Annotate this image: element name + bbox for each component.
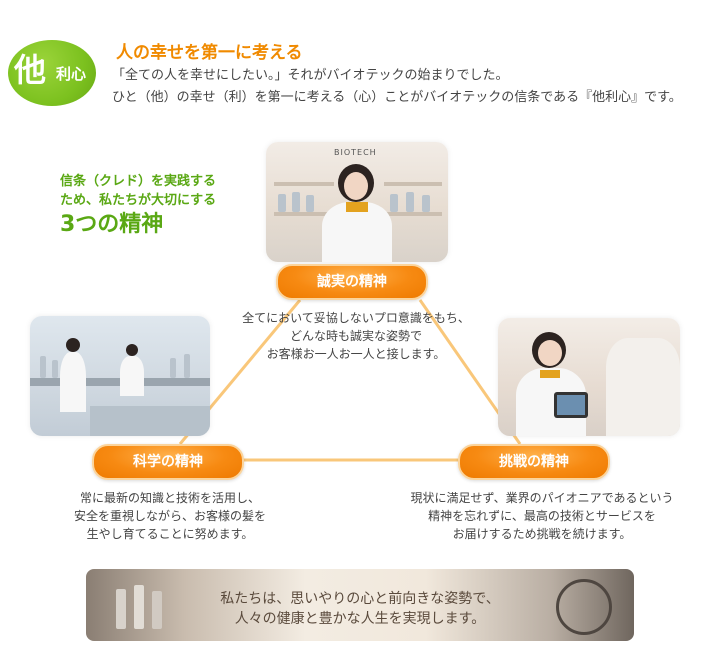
sincerity-desc-line-1: 全てにおいて妥協しないプロ意識をもち、 — [242, 311, 470, 325]
intro-line-1: 「全ての人を幸せにしたい。」それがバイオテックの始まりでした。 — [112, 68, 509, 83]
tarishin-badge — [8, 40, 96, 106]
science-desc-line-1: 常に最新の知識と技術を活用し、 — [79, 491, 260, 505]
headline: 人の幸せを第一に考える — [116, 43, 303, 63]
science-desc-line-2: 安全を重視しながら、お客様の髪を — [73, 509, 266, 523]
photo-sincerity: BIOTECH — [266, 142, 448, 262]
sincerity-desc-line-2: どんな時も誠実な姿勢で — [289, 329, 422, 343]
mission-banner — [86, 569, 634, 641]
science-spirit-label: 科学の精神 — [92, 444, 244, 480]
badge-sub-chars: 利心 — [56, 65, 87, 83]
challenge-desc-line-2: 精神を忘れずに、最高の技術とサービスを — [428, 509, 656, 523]
sincerity-description: 全てにおいて妥協しないプロ意識をもち、 どんな時も誠実な姿勢で お客様お一人お一… — [216, 309, 496, 363]
challenge-spirit-label: 挑戦の精神 — [458, 444, 610, 480]
photo-challenge — [498, 318, 680, 436]
photo-science — [30, 316, 210, 436]
challenge-desc-line-3: お届けするため挑戦を続けます。 — [452, 527, 632, 541]
science-desc-line-3: 生やし育てることに努めます。 — [86, 527, 254, 541]
credo-caption-title: 3つの精神 — [60, 212, 164, 237]
banner-text-line-1: 私たちは、思いやりの心と前向きな姿勢で、 — [220, 591, 500, 607]
credo-caption-line-2: ため、私たちが大切にする — [60, 193, 217, 208]
photo-store-sign: BIOTECH — [334, 148, 377, 157]
banner-text-line-2: 人々の健康と豊かな人生を実現します。 — [234, 611, 486, 627]
science-description: 常に最新の知識と技術を活用し、 安全を重視しながら、お客様の髪を 生やし育てるこ… — [40, 489, 300, 543]
credo-caption-line-1: 信条（クレド）を実践する — [60, 174, 217, 189]
challenge-description: 現状に満足せず、業界のパイオニアであるという 精神を忘れずに、最高の技術とサービ… — [392, 489, 692, 543]
sincerity-spirit-label: 誠実の精神 — [276, 264, 428, 300]
challenge-desc-line-1: 現状に満足せず、業界のパイオニアであるという — [410, 491, 674, 505]
sincerity-desc-line-3: お客様お一人お一人と接します。 — [266, 347, 446, 361]
badge-main-char: 他 — [14, 51, 47, 89]
intro-line-2: ひと（他）の幸せ（利）を第一に考える（心）ことがバイオテックの信条である『他利心… — [112, 90, 682, 105]
